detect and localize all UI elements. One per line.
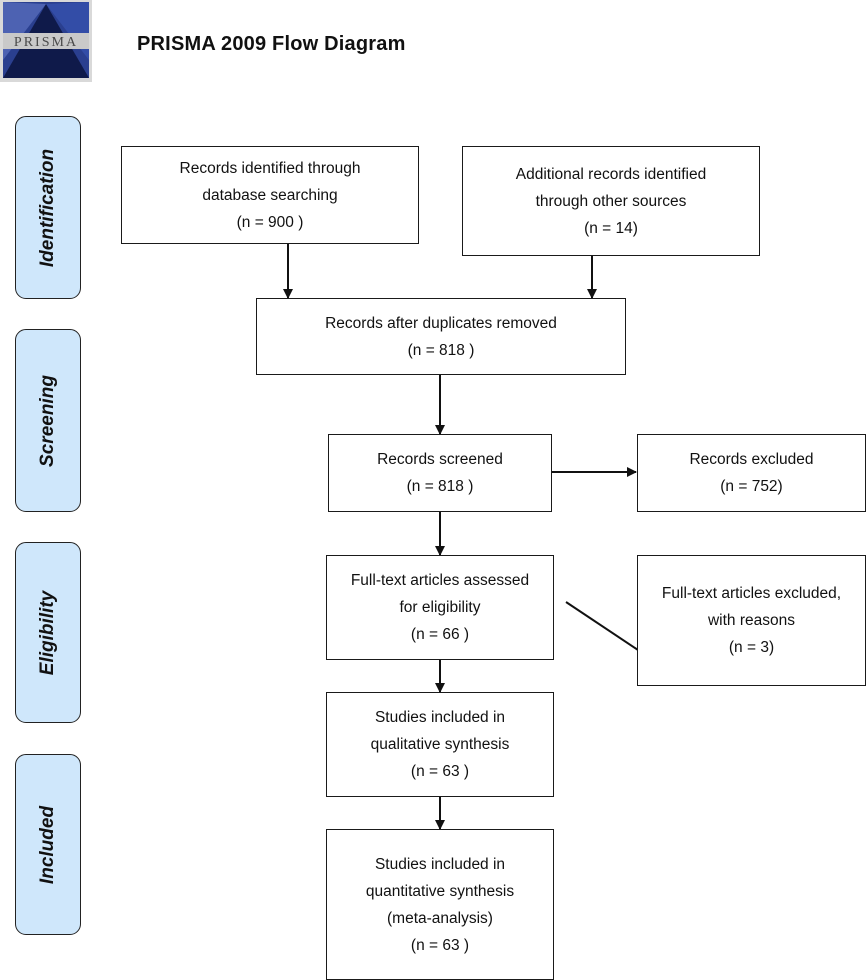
box-count: (n = 63 ): [410, 936, 470, 954]
box-count: (n = 63 ): [410, 763, 470, 780]
box-count: (n = 752): [720, 478, 783, 495]
box-text: with reasons: [707, 612, 795, 629]
box-text: Records excluded: [689, 451, 814, 468]
box-other-sources: Additional records identified through ot…: [462, 146, 760, 256]
box-text: qualitative synthesis: [370, 736, 510, 753]
box-text: Full-text articles excluded,: [661, 585, 842, 602]
box-text: Studies included in: [374, 855, 506, 873]
phase-identification: Identification: [15, 116, 81, 299]
phase-eligibility: Eligibility: [15, 542, 81, 723]
box-fulltext-excluded: Full-text articles excluded, with reason…: [637, 555, 866, 686]
box-text: Records identified through: [179, 159, 361, 177]
box-fulltext-assessed: Full-text articles assessed for eligibil…: [326, 555, 554, 660]
box-records-screened: Records screened (n = 818 ): [328, 434, 552, 512]
box-count: (n = 900 ): [236, 213, 304, 231]
arrow-fulltext-to-excluded: [565, 601, 651, 659]
box-text: Records after duplicates removed: [325, 314, 557, 332]
box-count: (n = 14): [584, 219, 638, 237]
box-count: (n = 818 ): [406, 478, 474, 495]
box-database-search: Records identified through database sear…: [121, 146, 419, 244]
box-text: Studies included in: [374, 709, 506, 726]
phase-screening: Screening: [15, 329, 81, 512]
box-text: (meta-analysis): [387, 909, 493, 927]
box-text: through other sources: [535, 192, 687, 210]
box-text: quantitative synthesis: [365, 882, 515, 900]
box-quantitative-synthesis: Studies included in quantitative synthes…: [326, 829, 554, 980]
page-title: PRISMA 2009 Flow Diagram: [137, 33, 406, 55]
box-qualitative-synthesis: Studies included in qualitative synthesi…: [326, 692, 554, 797]
box-text: Full-text articles assessed: [350, 572, 530, 589]
box-records-excluded: Records excluded (n = 752): [637, 434, 866, 512]
prisma-logo: PRISMA: [0, 0, 92, 82]
box-count: (n = 3): [728, 639, 775, 656]
box-text: Records screened: [377, 451, 503, 468]
box-text: database searching: [202, 186, 338, 204]
box-duplicates-removed: Records after duplicates removed (n = 81…: [256, 298, 626, 375]
box-text: Additional records identified: [515, 165, 707, 183]
box-count: (n = 66 ): [410, 626, 470, 643]
box-text: for eligibility: [399, 599, 481, 616]
box-count: (n = 818 ): [407, 341, 475, 359]
phase-included: Included: [15, 754, 81, 935]
logo-text: PRISMA: [14, 35, 78, 50]
